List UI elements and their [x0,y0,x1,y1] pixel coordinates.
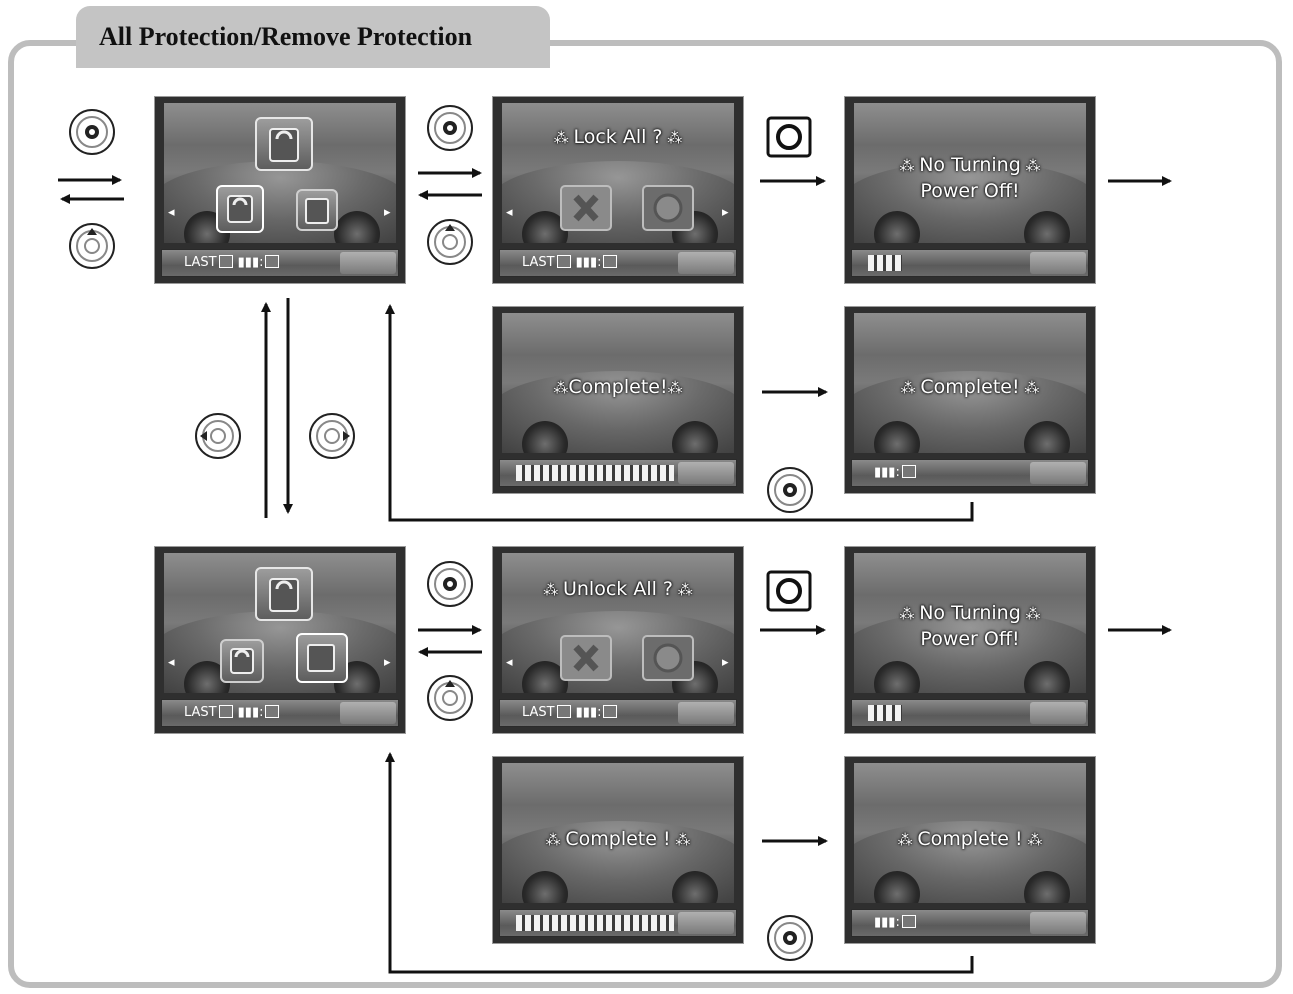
cancel-choice-button[interactable] [560,635,612,681]
left-arrow-icon: ◂ [506,205,513,220]
unlock-all-confirm-screen: ⁂ Unlock All ? ⁂ ◂ ▸ LAST▮▮▮: [492,546,744,734]
no-power-off-screen: ⁂ No Turning ⁂Power Off! [844,96,1096,284]
no-power-off-screen: ⁂ No Turning ⁂Power Off! [844,546,1096,734]
protect-lock-icon[interactable] [255,567,313,621]
no-turning-line2: Power Off! [920,180,1019,202]
complete-message: Complete! [568,376,667,398]
dpad-center-press-icon [766,914,814,962]
right-arrow-icon: ▸ [722,655,729,670]
dpad-center-press-icon [766,466,814,514]
progress-bar [851,699,1089,727]
left-arrow-icon: ◂ [168,205,175,220]
status-bar: ▮▮▮: [851,459,1089,487]
dpad-up-press-icon [68,222,116,270]
complete-message: Complete! [920,376,1019,398]
right-arrow-icon: ▸ [384,655,391,670]
status-bar: LAST▮▮▮: [499,249,737,277]
progress-bar [851,249,1089,277]
left-arrow-icon: ◂ [168,655,175,670]
progress-bar [499,459,737,487]
complete-screen: ⁂ Complete! ⁂ ▮▮▮: [844,306,1096,494]
dpad-left-press-icon [194,412,242,460]
cancel-choice-button[interactable] [560,185,612,231]
right-arrow-icon: ▸ [384,205,391,220]
unlock-all-message: Unlock All ? [563,578,673,600]
protect-lock-icon[interactable] [255,117,313,171]
dpad-center-press-icon [68,108,116,156]
dpad-up-press-icon [426,674,474,722]
status-bar: LAST▮▮▮: [161,249,399,277]
lock-all-confirm-screen: ⁂ Lock All ? ⁂ ◂ ▸ LAST▮▮▮: [492,96,744,284]
no-turning-line1: No Turning [919,154,1021,176]
menu-screen-unlock: ◂ ▸ LAST▮▮▮: [154,546,406,734]
progress-bar [499,909,737,937]
left-arrow-icon: ◂ [506,655,513,670]
status-bar: ▮▮▮: [851,909,1089,937]
no-turning-line2: Power Off! [920,628,1019,650]
complete-message: Complete ! [917,828,1022,850]
dpad-right-press-icon [308,412,356,460]
dpad-up-press-icon [426,218,474,266]
protect-single-icon[interactable] [220,639,264,683]
confirm-choice-button[interactable] [642,635,694,681]
dpad-center-press-icon [426,104,474,152]
complete-progress-screen: ⁂ Complete ! ⁂ [492,756,744,944]
protect-all-icon[interactable] [296,189,338,231]
complete-progress-screen: ⁂Complete!⁂ [492,306,744,494]
complete-screen: ⁂ Complete ! ⁂ ▮▮▮: [844,756,1096,944]
dpad-center-press-icon [426,560,474,608]
confirm-choice-button[interactable] [642,185,694,231]
protect-single-icon[interactable] [216,185,264,233]
no-turning-line1: No Turning [919,602,1021,624]
status-bar: LAST▮▮▮: [161,699,399,727]
menu-screen-lock: ◂ ▸ LAST▮▮▮: [154,96,406,284]
complete-message: Complete ! [565,828,670,850]
ok-button-icon [766,116,812,158]
protect-all-icon[interactable] [296,633,348,683]
lock-all-message: Lock All ? [573,126,662,148]
right-arrow-icon: ▸ [722,205,729,220]
status-bar: LAST▮▮▮: [499,699,737,727]
ok-button-icon [766,570,812,612]
